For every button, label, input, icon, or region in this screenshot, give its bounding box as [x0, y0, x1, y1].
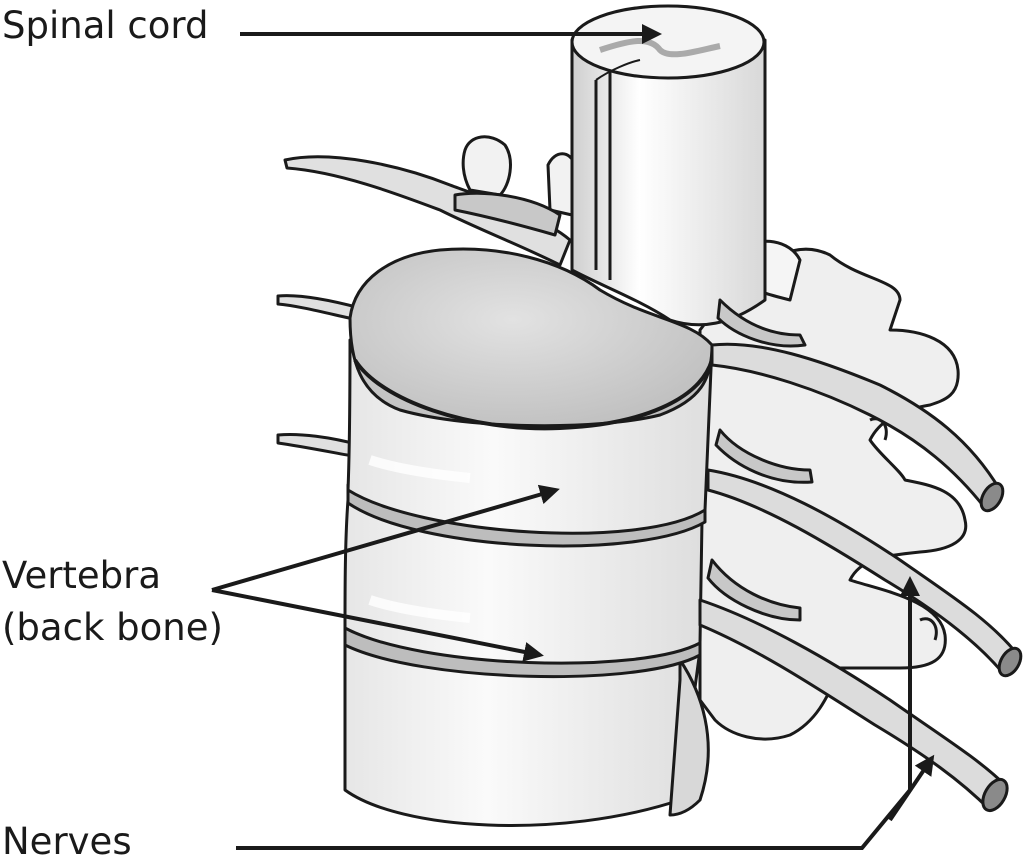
- back-bone-label: (back bone): [2, 606, 223, 649]
- vertebra-pointer-upper: [211, 484, 560, 592]
- pointer-lines: [211, 24, 935, 850]
- nerves-pointer: [236, 580, 912, 850]
- spinal-cord-label: Spinal cord: [2, 4, 209, 47]
- nerves-pointer-head-diag: [888, 754, 935, 822]
- spinal-cord: [570, 4, 767, 327]
- vertebral-body: [343, 247, 714, 827]
- vertebra-pointer-lower: [211, 588, 544, 662]
- nerves-label: Nerves: [2, 820, 132, 863]
- left-nerves: [276, 155, 572, 459]
- vertebra-label: Vertebra: [2, 554, 162, 597]
